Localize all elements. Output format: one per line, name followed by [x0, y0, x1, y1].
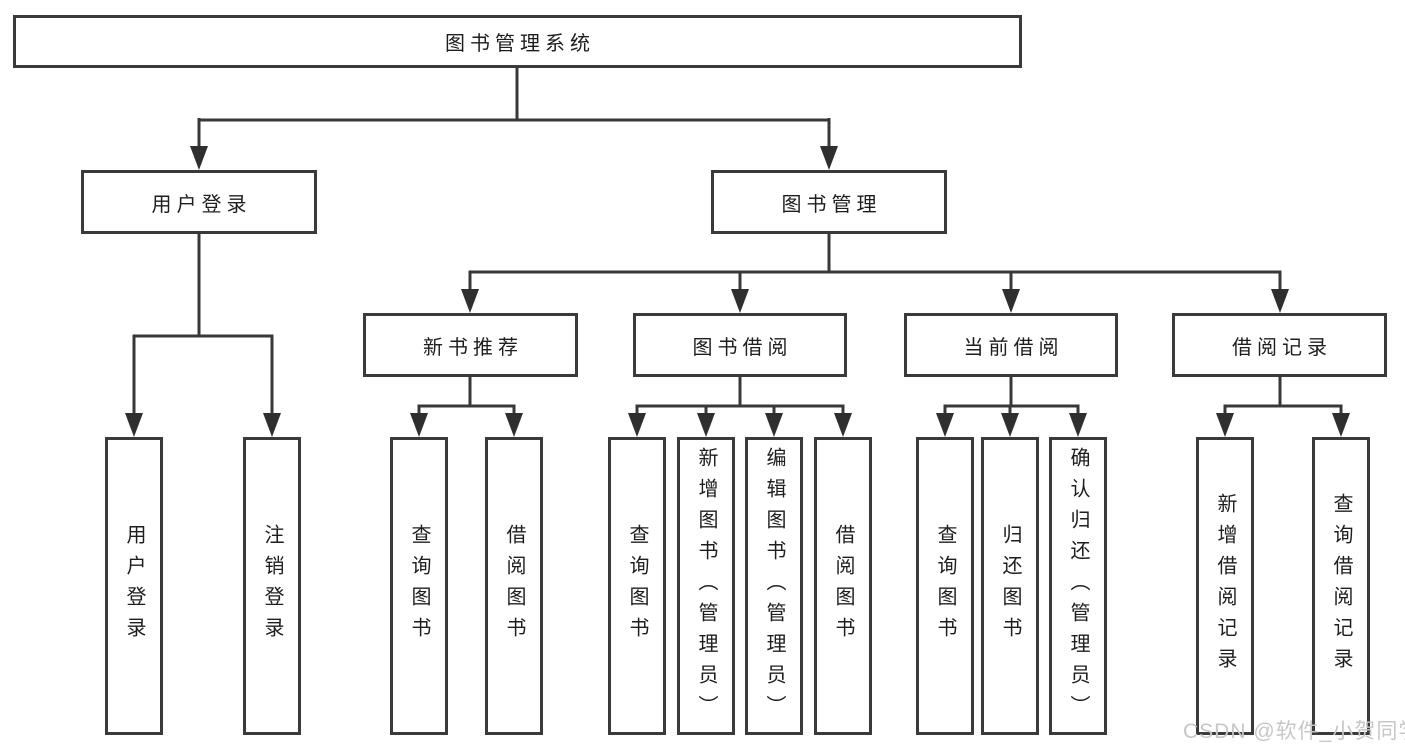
leaf-borrow-books-1: 借阅图书 — [485, 437, 543, 735]
leaf-query-books-2: 查询图书 — [608, 437, 666, 735]
leaf-return-book: 归还图书 — [981, 437, 1039, 735]
node-current-borrowing: 当前借阅 — [904, 313, 1118, 377]
leaf-logout: 注销登录 — [243, 437, 301, 735]
leaf-query-borrow-record: 查询借阅记录 — [1312, 437, 1370, 735]
leaf-add-borrow-record: 新增借阅记录 — [1196, 437, 1254, 735]
node-book-borrowing: 图书借阅 — [633, 313, 847, 377]
node-user-login: 用户登录 — [81, 170, 317, 234]
node-borrowing-records: 借阅记录 — [1172, 313, 1387, 377]
leaf-add-book-admin: 新增图书（管理员） — [677, 437, 735, 735]
leaf-borrow-books-2: 借阅图书 — [814, 437, 872, 735]
leaf-query-books-3: 查询图书 — [916, 437, 974, 735]
leaf-edit-book-admin: 编辑图书（管理员） — [745, 437, 803, 735]
node-book-management: 图书管理 — [711, 170, 947, 234]
csdn-watermark: CSDN @软件_小贺同学 — [1183, 720, 1405, 743]
node-library-management-system: 图书管理系统 — [13, 15, 1022, 68]
leaf-user-login: 用户登录 — [105, 437, 163, 735]
leaf-confirm-return-admin: 确认归还（管理员） — [1049, 437, 1107, 735]
node-new-book-recommendation: 新书推荐 — [363, 313, 578, 377]
leaf-query-books-1: 查询图书 — [390, 437, 448, 735]
